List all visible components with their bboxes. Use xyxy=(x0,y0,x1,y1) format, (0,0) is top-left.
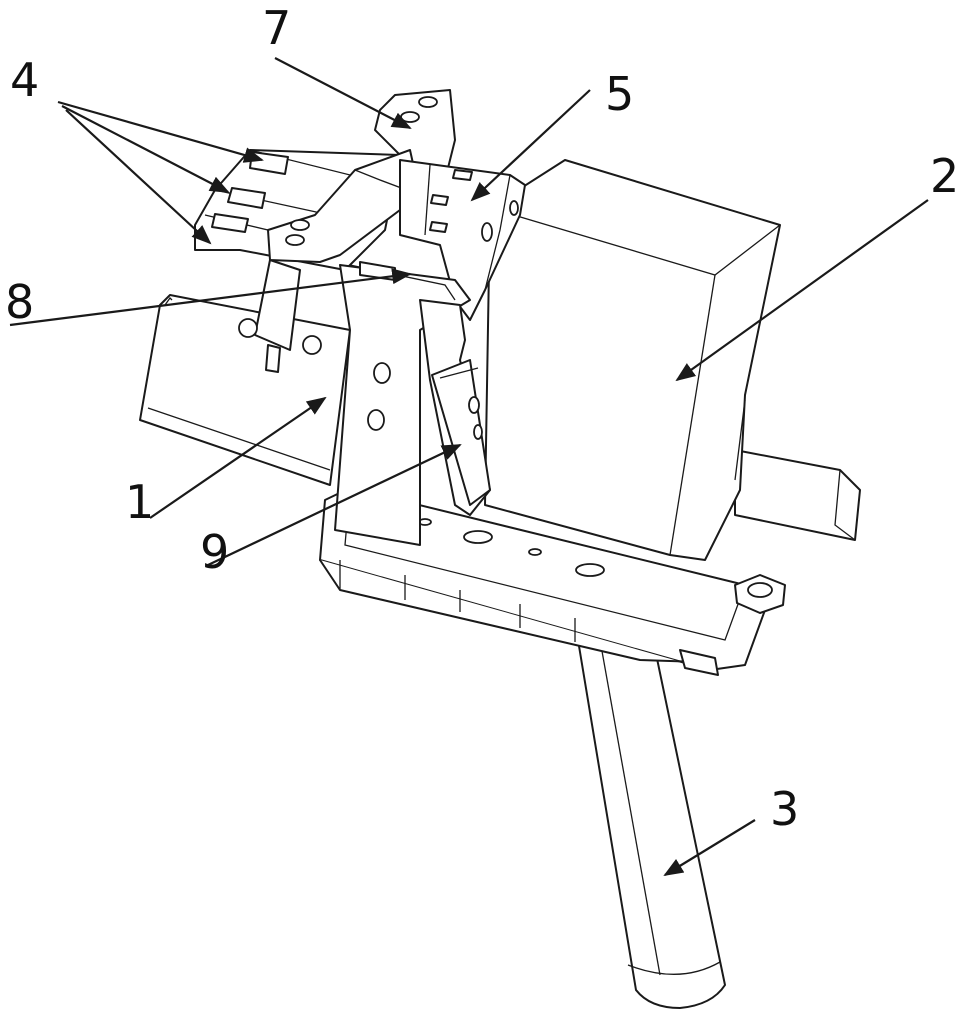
callout-8: 8 xyxy=(5,275,34,329)
callout-7: 7 xyxy=(262,1,291,55)
leader-line-4c xyxy=(65,109,212,245)
leader-line-5 xyxy=(470,89,591,202)
leader-line-3 xyxy=(663,819,756,877)
callout-4: 4 xyxy=(10,53,39,107)
leader-line-4a xyxy=(57,100,264,163)
leader-line-2 xyxy=(675,199,929,382)
callout-1: 1 xyxy=(125,475,154,529)
side-bar xyxy=(734,449,861,541)
handle-rod-part-3 xyxy=(577,624,726,1009)
callout-3: 3 xyxy=(770,782,799,836)
housing-part-1 xyxy=(139,294,351,486)
bracket-part-5 xyxy=(399,159,526,321)
leader-line-1 xyxy=(149,396,327,519)
leader-lines xyxy=(9,57,929,877)
callout-labels: 4 7 5 2 8 1 9 3 xyxy=(5,1,959,836)
leader-line-8 xyxy=(9,268,412,327)
callout-9: 9 xyxy=(200,525,229,579)
leader-line-9 xyxy=(207,444,462,566)
center-plate xyxy=(334,261,471,546)
leader-line-4b xyxy=(61,105,230,193)
leader-line-7 xyxy=(274,57,412,129)
large-block-part-2 xyxy=(484,159,781,561)
callout-5: 5 xyxy=(605,67,634,121)
callout-2: 2 xyxy=(930,149,959,203)
guide-piece-part-9 xyxy=(419,299,491,516)
